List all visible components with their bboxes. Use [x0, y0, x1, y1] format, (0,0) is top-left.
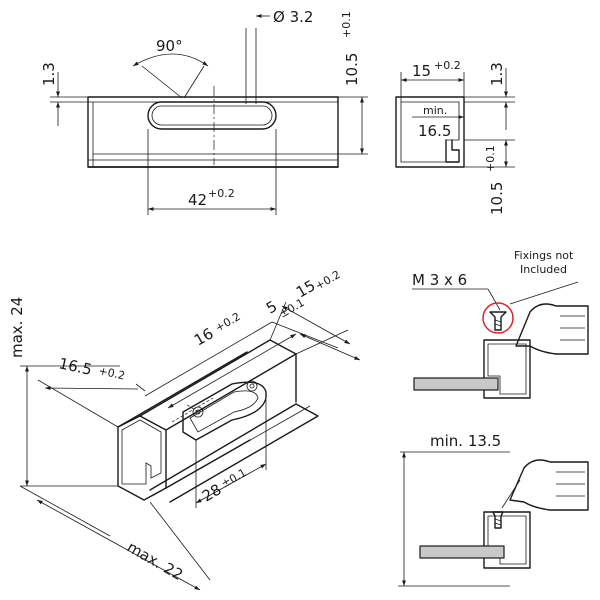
note-line2: Included [520, 263, 567, 276]
dim-length-tol: +0.2 [208, 187, 235, 200]
install-bottom: min. 13.5 [398, 432, 589, 587]
section-view: 15 +0.2 1.3 min. 16.5 10.5 +0.1 [395, 59, 515, 215]
dim-right-height: 10.5 [343, 53, 361, 86]
dim-iso-width-tol: +0.2 [313, 268, 343, 293]
dim-iso-depth: 16.5 [57, 354, 93, 379]
dim-right-height-tol: +0.1 [340, 11, 353, 38]
dim-install-min: min. 13.5 [430, 432, 501, 450]
top-view: Ø 3.2 90° 1.3 10.5 +0.1 42 +0.2 [40, 8, 368, 215]
screw-highlight-circle [482, 302, 514, 334]
dim-angle: 90° [156, 37, 183, 55]
dim-section-height: 10.5 [488, 182, 506, 215]
dim-hole-diameter: Ø 3.2 [273, 8, 313, 26]
hand-icon [515, 303, 589, 355]
dim-length: 42 [188, 191, 207, 209]
dim-section-inner: 16.5 [418, 122, 451, 140]
screw-icon [489, 311, 507, 331]
top-view-body [87, 96, 339, 168]
dim-iso-slot-pos: 16 [191, 324, 217, 349]
note-line1: Fixings not [514, 249, 574, 262]
dim-iso-depth-tol: +0.2 [97, 364, 126, 382]
hand-icon-bottom [509, 459, 589, 511]
install-bottom-profile [483, 511, 531, 569]
dim-iso-max-width: max. 22 [124, 538, 186, 584]
dim-iso-max-height: max. 24 [8, 297, 26, 358]
isometric-view: max. 24 16.5 +0.2 16 +0.2 15 +0.2 5 ±0.1… [8, 268, 361, 591]
dim-section-min-label: min. [423, 104, 447, 117]
dim-section-width-tol: +0.2 [434, 59, 461, 72]
dim-section-top-height: 1.3 [488, 62, 506, 86]
dim-iso-slot-pos-tol: +0.2 [213, 310, 243, 335]
dim-iso-slot-len-tol: ±0.1 [219, 466, 249, 491]
dim-iso-offset: 5 [263, 297, 280, 317]
dim-section-width: 15 [412, 62, 431, 80]
top-view-slot [147, 101, 277, 130]
screw-icon-bottom [492, 511, 504, 529]
screw-label: M 3 x 6 [412, 271, 467, 289]
install-top: Fixings not Included M 3 x 6 [412, 249, 589, 399]
dim-left-height: 1.3 [40, 62, 58, 86]
dim-section-height-tol: +0.1 [484, 145, 497, 172]
